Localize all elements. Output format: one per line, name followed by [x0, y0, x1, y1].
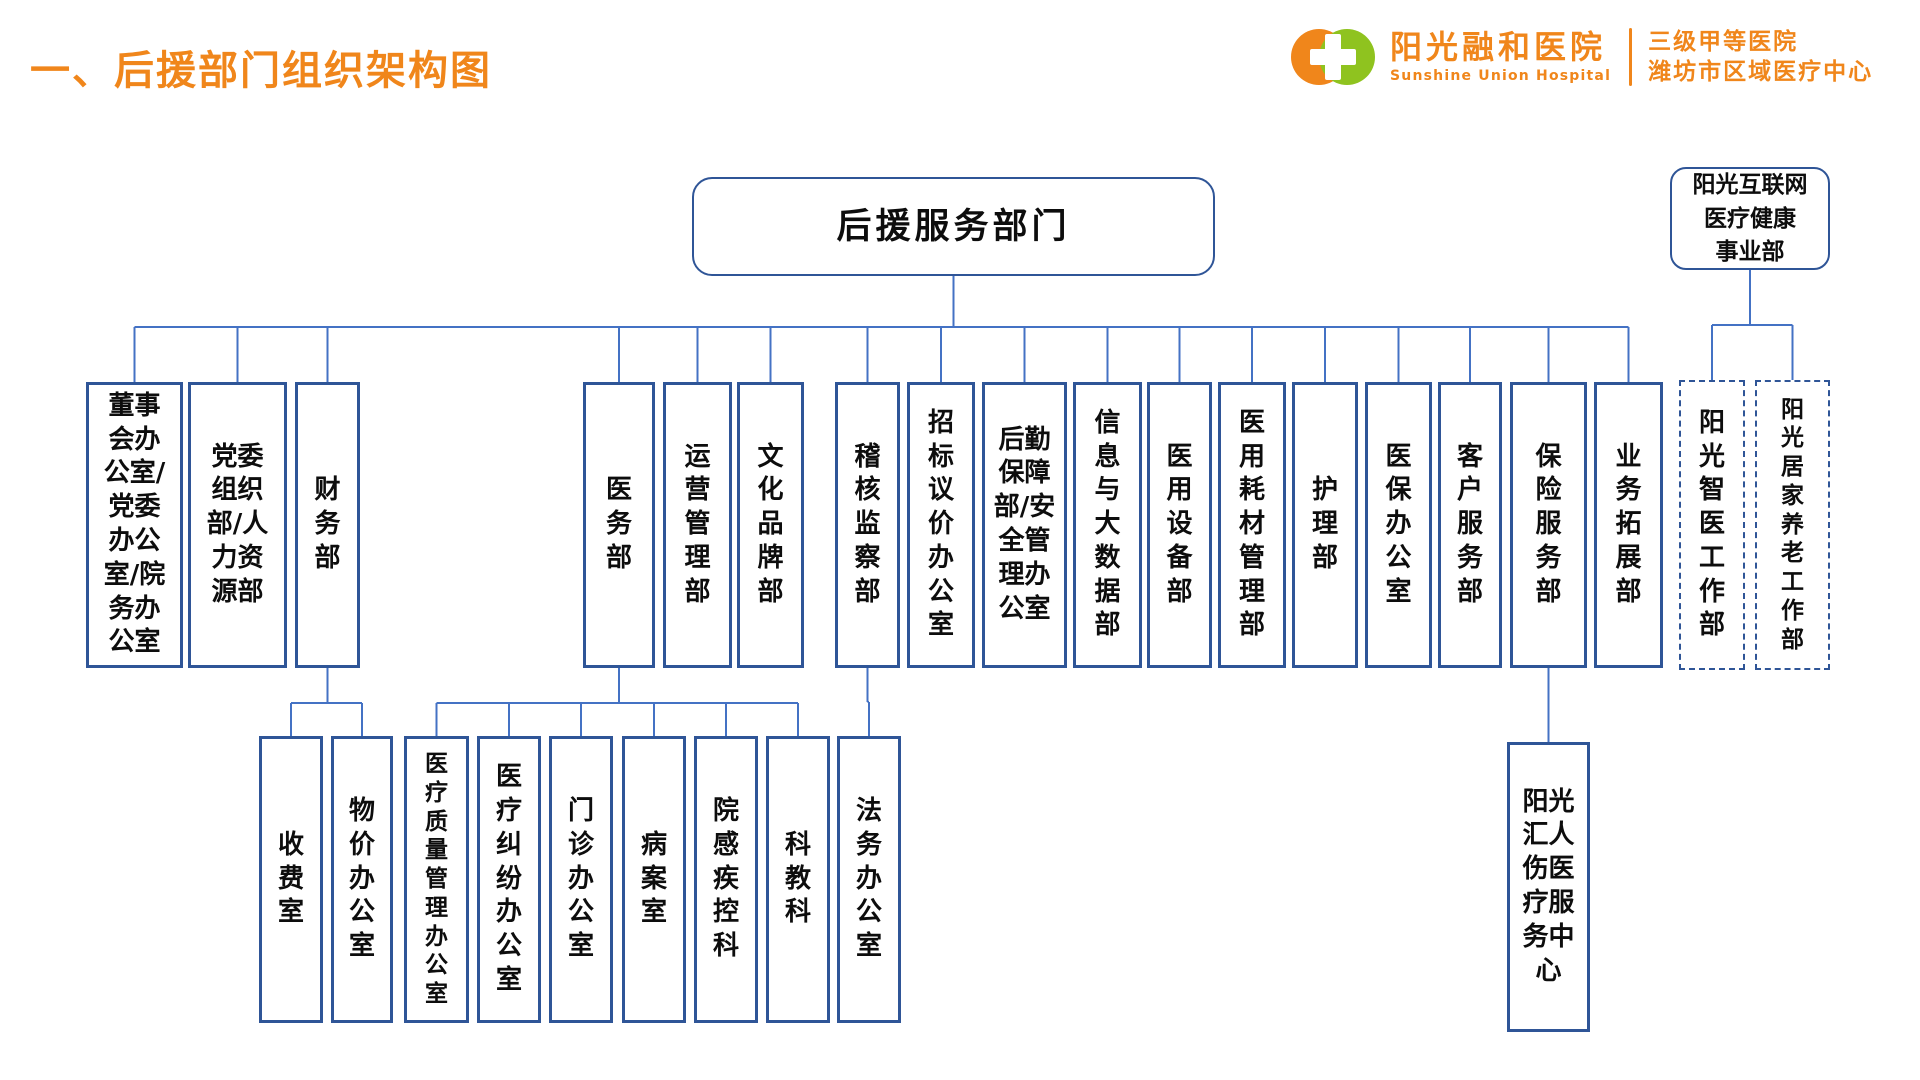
page-title: 一、后援部门组织架构图: [30, 48, 492, 94]
org-node-label-equip: 医用设备部: [1166, 441, 1193, 607]
tagline-line-2: 潍坊市区域医疗中心: [1648, 59, 1874, 85]
org-node-label-iroot: 阳光互联网 医疗健康 事业部: [1692, 171, 1808, 266]
org-node-wujia: 物价办公室: [331, 736, 393, 1023]
org-node-label-shoufei: 收费室: [277, 829, 304, 928]
org-node-label-customer: 客户服务部: [1456, 441, 1483, 607]
org-node-culture: 文化品牌部: [737, 382, 804, 668]
hospital-logo: 阳光融和医院 Sunshine Union Hospital 三级甲等医院 潍坊…: [1288, 18, 1873, 96]
org-node-customer: 客户服务部: [1438, 382, 1502, 668]
org-node-root: 后援服务部门: [692, 177, 1215, 276]
org-node-yuangan: 院感疾控科: [694, 736, 758, 1023]
org-node-equip: 医用设备部: [1147, 382, 1212, 668]
org-node-label-logistics: 后勤保障部/安全管理办公室: [993, 424, 1056, 624]
org-node-nursing: 护理部: [1292, 382, 1358, 668]
org-node-label-kejiao: 科教科: [784, 829, 811, 928]
org-node-label-insurance: 保险服务部: [1535, 441, 1562, 607]
hospital-cross-icon: [1291, 29, 1375, 85]
org-node-bizdev: 业务拓展部: [1594, 382, 1663, 668]
org-node-label-yuangan: 院感疾控科: [712, 796, 739, 962]
org-node-label-bingan: 病案室: [640, 829, 667, 928]
org-node-label-nursing: 护理部: [1311, 475, 1338, 573]
org-node-label-jujia: 阳光居家养老工作部: [1780, 395, 1804, 653]
org-node-label-consum: 医用耗材管理部: [1238, 407, 1265, 641]
org-node-ops: 运营管理部: [663, 382, 732, 668]
org-node-shoufei: 收费室: [259, 736, 323, 1023]
org-node-label-ops: 运营管理部: [684, 441, 711, 607]
org-node-finance: 财务部: [295, 382, 360, 668]
org-node-consum: 医用耗材管理部: [1218, 382, 1286, 668]
org-node-huiren: 阳光汇人伤医疗服务中心: [1507, 742, 1590, 1032]
org-node-label-info: 信息与大数据部: [1094, 407, 1121, 641]
org-node-logistics: 后勤保障部/安全管理办公室: [982, 382, 1067, 668]
org-node-label-party: 党委组织部/人力资源部: [206, 441, 269, 607]
org-node-bidding: 招标议价办公室: [907, 382, 975, 668]
org-node-label-huiren: 阳光汇人伤医疗服务中心: [1522, 786, 1575, 986]
org-node-label-yibao: 医保办公室: [1385, 441, 1412, 607]
org-node-label-audit: 稽核监察部: [854, 441, 881, 607]
org-node-label-root: 后援服务部门: [836, 205, 1071, 247]
tagline-line-1: 三级甲等医院: [1648, 28, 1799, 55]
org-node-yibao: 医保办公室: [1365, 382, 1432, 668]
org-node-label-finance: 财务部: [314, 475, 341, 573]
logo-divider: [1629, 28, 1633, 86]
org-node-label-dsh: 董事会办公室/党委办公室/院务办公室: [103, 390, 166, 658]
org-node-info: 信息与大数据部: [1073, 382, 1142, 668]
org-node-label-jiufen: 医疗纠纷办公室: [495, 762, 522, 995]
org-node-medical: 医务部: [583, 382, 655, 668]
org-node-party: 党委组织部/人力资源部: [188, 382, 287, 668]
org-node-iroot: 阳光互联网 医疗健康 事业部: [1670, 167, 1830, 270]
org-node-bingan: 病案室: [622, 736, 686, 1023]
org-node-zhiyi: 阳光智医工作部: [1679, 380, 1745, 670]
org-node-zhiliang: 医疗质量管理办公室: [404, 736, 469, 1023]
org-node-jiufen: 医疗纠纷办公室: [477, 736, 541, 1023]
org-node-label-zhiliang: 医疗质量管理办公室: [424, 750, 448, 1008]
org-node-kejiao: 科教科: [766, 736, 830, 1023]
hospital-name-block: 阳光融和医院 Sunshine Union Hospital: [1390, 28, 1612, 84]
org-node-label-bizdev: 业务拓展部: [1615, 441, 1642, 607]
org-node-label-culture: 文化品牌部: [757, 441, 784, 607]
org-node-label-bidding: 招标议价办公室: [927, 407, 954, 641]
org-node-label-fawu: 法务办公室: [855, 796, 882, 962]
org-node-audit: 稽核监察部: [835, 382, 900, 668]
org-node-fawu: 法务办公室: [837, 736, 901, 1023]
org-node-dsh: 董事会办公室/党委办公室/院务办公室: [86, 382, 183, 668]
org-node-insurance: 保险服务部: [1510, 382, 1587, 668]
org-node-label-medical: 医务部: [605, 475, 632, 573]
org-node-label-menzhen: 门诊办公室: [567, 796, 594, 962]
org-node-label-wujia: 物价办公室: [348, 796, 375, 962]
hospital-tagline: 三级甲等医院 潍坊市区域医疗中心: [1648, 27, 1873, 88]
hospital-name-en: Sunshine Union Hospital: [1390, 67, 1612, 84]
org-node-label-zhiyi: 阳光智医工作部: [1698, 407, 1725, 641]
org-node-menzhen: 门诊办公室: [549, 736, 613, 1023]
org-node-jujia: 阳光居家养老工作部: [1755, 380, 1830, 670]
hospital-name-cn: 阳光融和医院: [1390, 28, 1607, 67]
